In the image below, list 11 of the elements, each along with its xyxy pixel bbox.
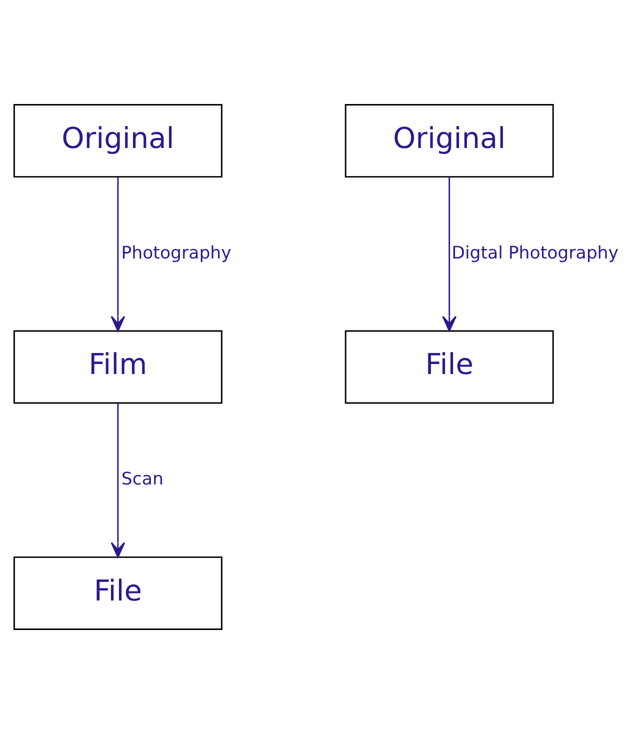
node-box: File	[344, 330, 554, 404]
node-box: Original	[13, 104, 222, 178]
edge-label: Scan	[121, 470, 164, 490]
edge-label: Photography	[121, 243, 232, 264]
node-box: Original	[344, 104, 554, 178]
edge-label: Digtal Photography	[452, 243, 618, 264]
arrow	[110, 177, 126, 332]
node-box: File	[13, 556, 222, 630]
arrow	[110, 403, 126, 558]
node-box: Film	[13, 330, 222, 404]
arrow	[442, 177, 457, 332]
